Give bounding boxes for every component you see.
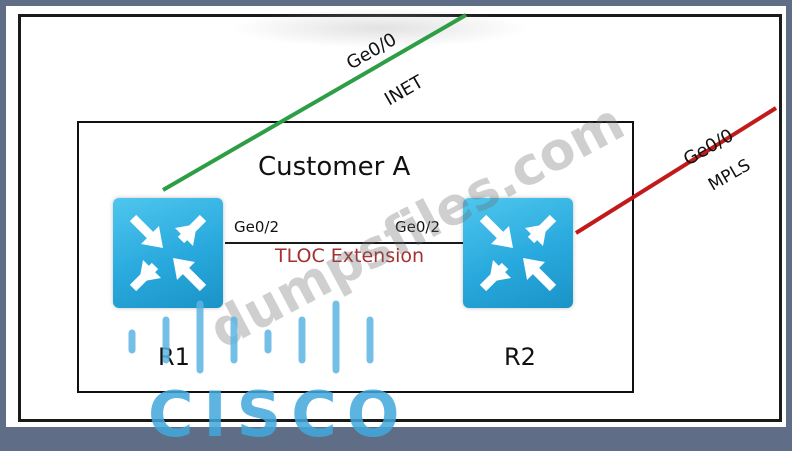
image-frame [6, 6, 786, 427]
cisco-logo: CISCO [126, 298, 399, 451]
router-arrows-icon [129, 214, 207, 292]
background-glow [230, 8, 530, 48]
cisco-bars-icon [128, 300, 374, 374]
router-r2[interactable] [463, 198, 573, 308]
mpls-link [574, 106, 778, 235]
inet-link [161, 13, 468, 192]
tloc-extension-label: TLOC Extension [275, 245, 425, 267]
router-r2-label: R2 [504, 343, 536, 371]
r2-tloc-interface-label: Ge0/2 [395, 218, 440, 236]
topology-lines [161, 13, 778, 244]
customer-label: Customer A [258, 152, 411, 182]
customer-site-box [77, 121, 634, 393]
router-r1[interactable] [113, 198, 223, 308]
r1-tloc-interface-label: Ge0/2 [234, 218, 279, 236]
cisco-wordmark: CISCO [148, 378, 410, 451]
router-arrows-icon [479, 214, 557, 292]
